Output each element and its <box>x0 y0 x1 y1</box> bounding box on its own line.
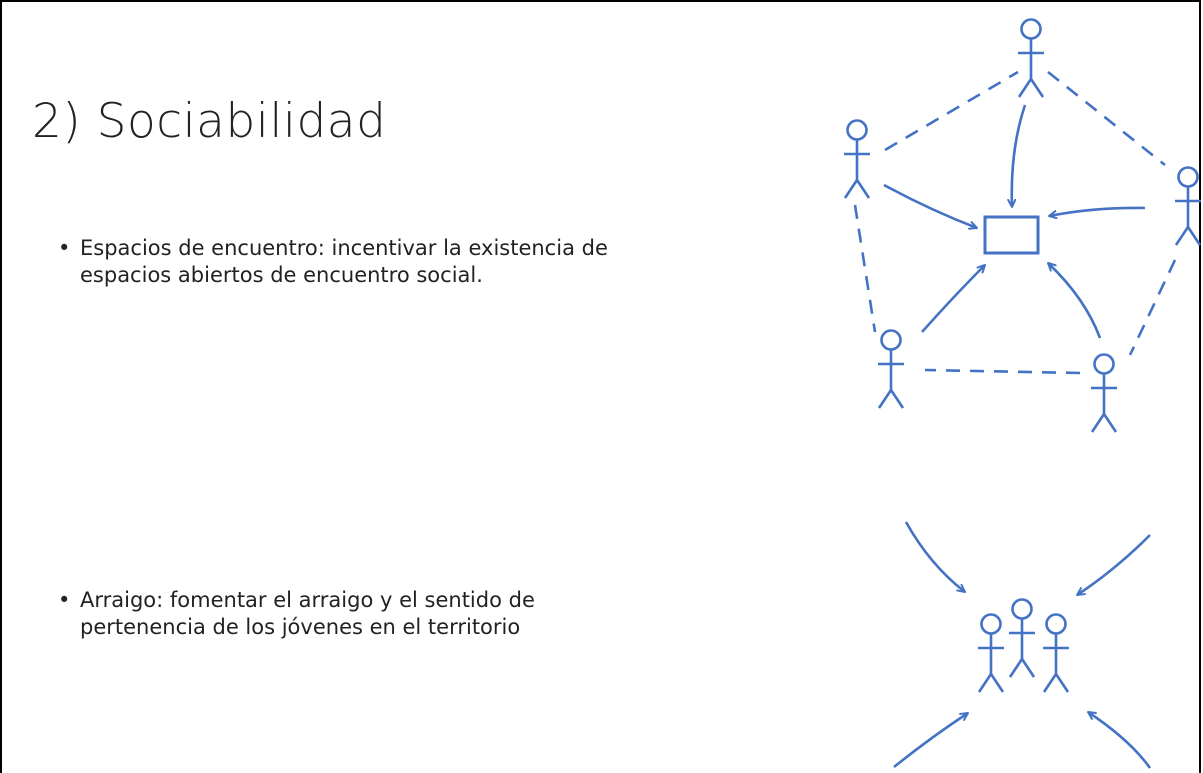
bullet-text: Espacios de encuentro: incentivar la exi… <box>80 236 608 287</box>
bullet-text: Arraigo: fomentar el arraigo y el sentid… <box>80 588 535 639</box>
person-icon <box>976 613 1006 694</box>
dashed-links <box>853 70 1177 375</box>
bullet-marker: • <box>58 236 71 260</box>
stick-figure-group-icon <box>893 521 1152 769</box>
person-icon <box>1007 598 1037 679</box>
arrows-to-center <box>883 104 1146 339</box>
bullet-item-arraigo: • Arraigo: fomentar el arraigo y el sent… <box>58 587 658 641</box>
person-icon <box>1089 353 1119 434</box>
arrows-to-group <box>893 521 1152 769</box>
person-icon <box>1173 166 1203 247</box>
stick-figure-network-icon <box>842 18 1203 434</box>
person-icon <box>1016 18 1046 99</box>
bullet-marker: • <box>58 588 71 612</box>
page-title: 2) Sociabilidad <box>32 94 387 149</box>
person-icon <box>842 119 872 200</box>
person-icon <box>876 329 906 410</box>
person-icon <box>1041 613 1071 694</box>
bullet-item-espacios: • Espacios de encuentro: incentivar la e… <box>58 235 658 289</box>
meeting-space-box <box>983 215 1040 255</box>
